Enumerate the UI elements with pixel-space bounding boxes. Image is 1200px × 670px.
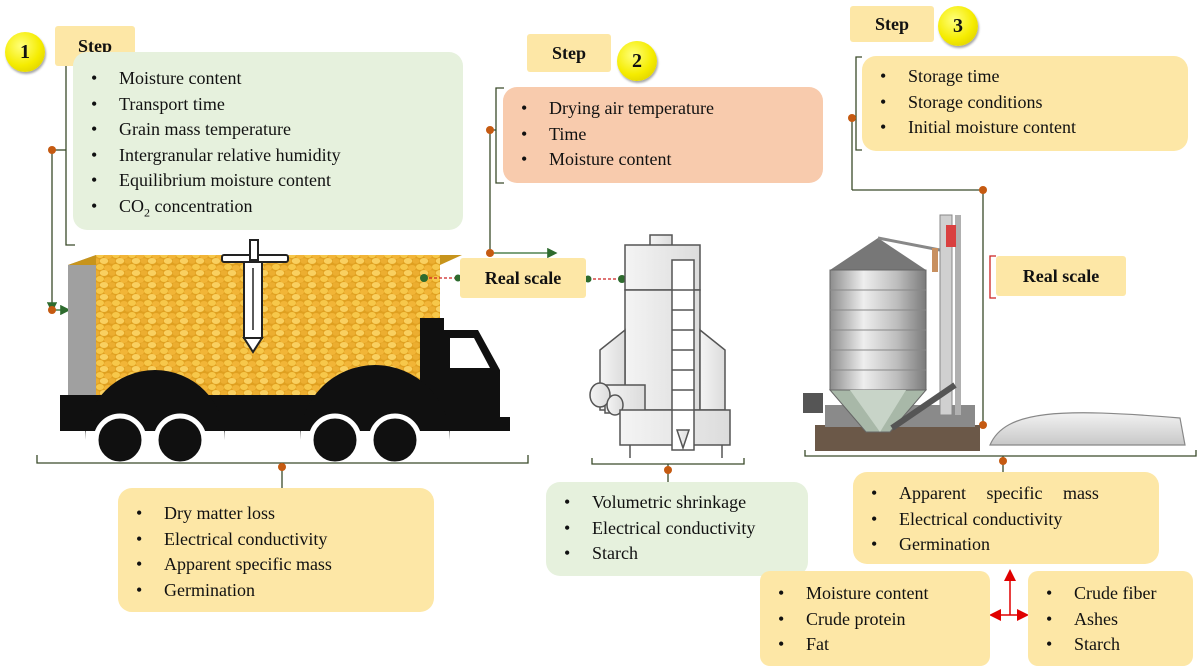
list-item: Crude fiber [1028,581,1193,607]
list-item: Intergranular relative humidity [73,143,463,169]
list-item: Transport time [73,92,463,118]
storage-outputs-box: Apparent specific mass Electrical conduc… [853,472,1159,564]
grain-silo-illustration [803,214,980,451]
list-item: Storage time [862,64,1188,90]
list-item: Electrical conductivity [118,527,434,553]
list-item: Starch [546,541,808,567]
list-item: Grain mass temperature [73,117,463,143]
step-2-badge: 2 [617,41,657,81]
list-item: Moisture content [760,581,990,607]
list-item: Crude protein [760,607,990,633]
list-item: Moisture content [73,66,463,92]
drying-bracket [591,458,745,465]
list-item: Electrical conductivity [546,516,808,542]
list-item: Time [503,122,823,148]
step-1-badge: 1 [5,32,45,72]
step-3-badge: 3 [938,6,978,46]
grain-truck-illustration [60,239,510,467]
real-scale-label-storage: Real scale [996,256,1126,296]
list-item: Volumetric shrinkage [546,490,808,516]
grain-dryer-illustration [589,234,731,458]
real-scale-label-transport: Real scale [460,258,586,298]
list-item: Ashes [1028,607,1193,633]
list-item: Germination [118,578,434,604]
step3-bracket [851,56,984,428]
list-item: Moisture content [503,147,823,173]
connector-dot [48,306,56,314]
list-item-co2: CO2 concentration [73,194,463,226]
storage-outputs-left-box: Moisture content Crude protein Fat [760,571,990,666]
step-2-label: Step [527,34,611,72]
list-item: Germination [853,532,1159,558]
list-item: Initial moisture content [862,115,1188,141]
step2-parameters-box: Drying air temperature Time Moisture con… [503,87,823,183]
silo-bag-illustration [989,412,1186,446]
list-item: Fat [760,632,990,658]
list-item: Electrical conductivity [853,507,1159,533]
storage-outputs-right-box: Crude fiber Ashes Starch [1028,571,1193,666]
step1-parameters-box: Moisture content Transport time Grain ma… [73,52,463,230]
list-item: Storage conditions [862,90,1188,116]
list-item: Equilibrium moisture content [73,168,463,194]
step3-parameters-box: Storage time Storage conditions Initial … [862,56,1188,151]
drying-outputs-box: Volumetric shrinkage Electrical conducti… [546,482,808,576]
list-item: Starch [1028,632,1193,658]
list-item: Drying air temperature [503,96,823,122]
list-item: Dry matter loss [118,501,434,527]
connector-dot [278,463,286,471]
storage-bracket [804,450,1197,457]
connector-dot [48,146,56,154]
step-3-label: Step [850,6,934,42]
list-item: Apparent specific mass [118,552,434,578]
transport-outputs-box: Dry matter loss Electrical conductivity … [118,488,434,612]
list-item: Apparent specific mass [853,481,1159,507]
storage-red-arrows [989,569,1029,621]
